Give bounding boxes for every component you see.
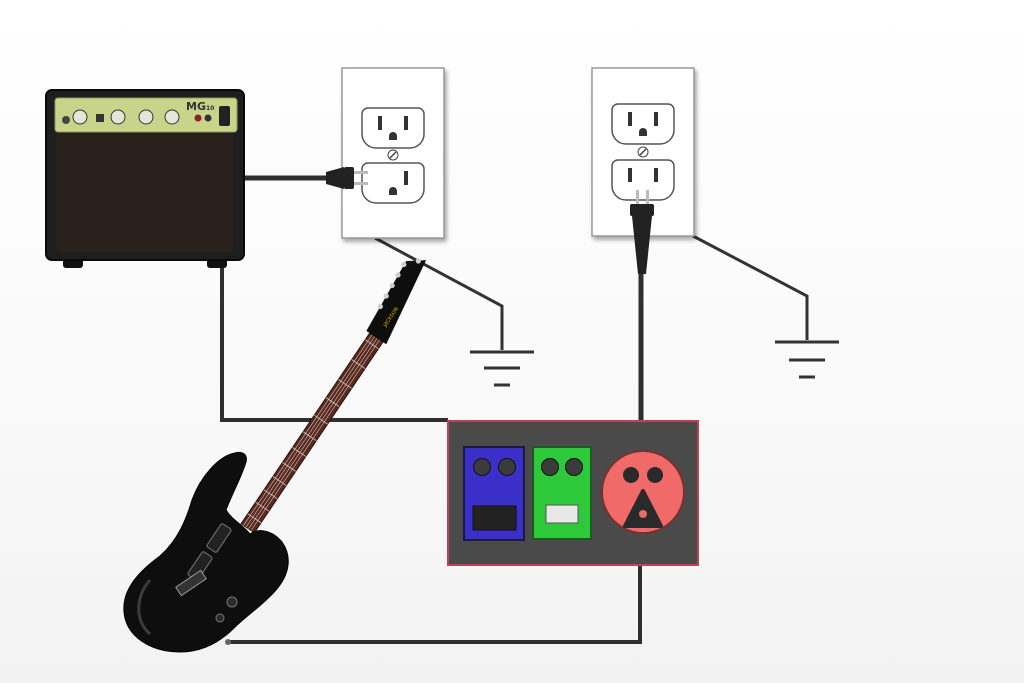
guitar-volume-knob xyxy=(226,596,238,608)
amp-model-label: MG10 xyxy=(186,100,214,113)
outlet-left-lower-receptacle xyxy=(361,162,425,204)
guitar-body xyxy=(123,451,289,653)
outlet-right xyxy=(591,67,695,274)
power-socket xyxy=(601,450,685,534)
blue-pedal-footswitch xyxy=(472,505,517,531)
outlet-left-screw xyxy=(387,149,399,161)
wires xyxy=(220,175,644,644)
amp-power-plug xyxy=(326,167,368,189)
green-pedal-footswitch xyxy=(545,504,579,524)
green-pedal xyxy=(532,446,592,540)
blue-pedal-knob-right xyxy=(498,458,516,476)
electric-guitar: JACKSON xyxy=(123,258,427,653)
ground-right xyxy=(692,234,839,379)
board-power-plug xyxy=(630,190,654,274)
outlet-left-upper-receptacle xyxy=(361,107,425,149)
outlet-right-lower-receptacle xyxy=(611,159,675,201)
outlet-right-screw xyxy=(637,146,649,158)
outlet-left xyxy=(326,67,445,239)
amp-grille xyxy=(56,134,234,252)
guitar-tone-knob xyxy=(215,613,225,623)
amp-to-board-cable xyxy=(220,258,448,422)
guitar-bridge xyxy=(175,569,207,597)
green-pedal-knob-left xyxy=(541,458,559,476)
guitar-output-jack xyxy=(225,639,231,645)
guitar-headstock xyxy=(366,260,427,345)
blue-pedal-knob-left xyxy=(473,458,491,476)
outlet-right-upper-receptacle xyxy=(611,103,675,145)
green-pedal-knob-right xyxy=(565,458,583,476)
blue-pedal xyxy=(463,446,525,541)
pedalboard xyxy=(447,420,699,566)
guitar-to-board-cable xyxy=(228,565,642,644)
amplifier: MG10 xyxy=(45,89,245,268)
amp-knobs xyxy=(62,106,230,126)
